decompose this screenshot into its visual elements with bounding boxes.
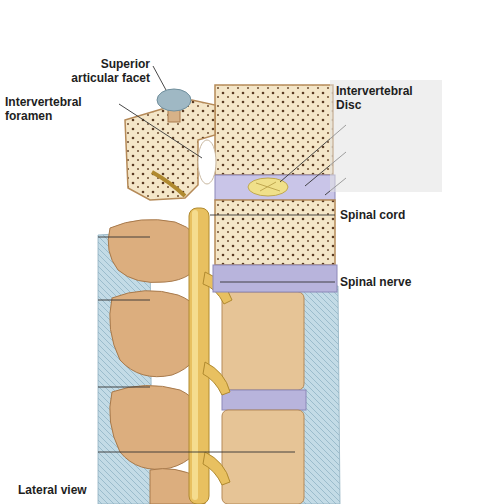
panel-heading: Intervertebral Disc bbox=[336, 84, 436, 112]
vertebral-body bbox=[222, 410, 304, 504]
vertebral-body bbox=[222, 292, 304, 390]
spinal-nerve bbox=[203, 362, 230, 395]
spinal-cord bbox=[192, 210, 198, 500]
vertebral-body bbox=[215, 200, 335, 265]
vertebral-body bbox=[215, 85, 333, 175]
nerve-root bbox=[152, 172, 185, 196]
disc bbox=[215, 175, 335, 200]
part-label: Spinal cord bbox=[340, 208, 480, 222]
part-label: Superior articular facet bbox=[56, 57, 150, 85]
part-label: Lateral view bbox=[18, 483, 168, 497]
part-label: Intervertebral foramen bbox=[5, 95, 117, 123]
disc bbox=[222, 390, 306, 410]
part-label: Spinal nerve bbox=[340, 275, 480, 289]
articular-facet bbox=[157, 89, 191, 111]
vertebral-arch bbox=[125, 100, 215, 200]
leader-line bbox=[98, 66, 346, 452]
disc bbox=[213, 265, 337, 292]
spinal-nerve bbox=[203, 452, 230, 485]
foramen bbox=[198, 140, 216, 184]
label-panel: Intervertebral Disc bbox=[330, 80, 442, 192]
